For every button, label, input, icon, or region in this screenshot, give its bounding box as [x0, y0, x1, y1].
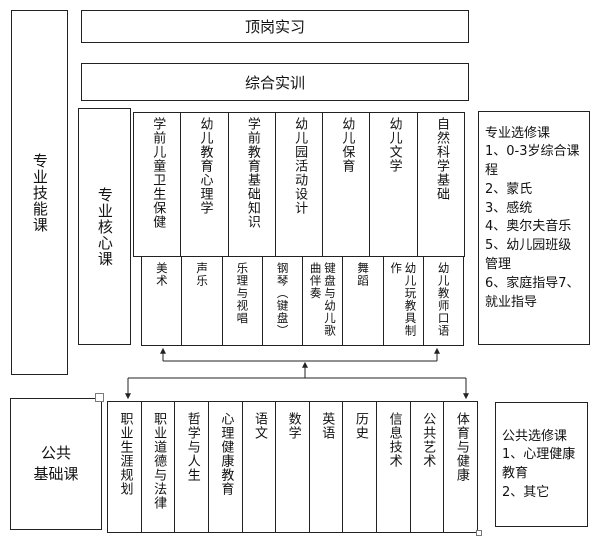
- public-course-cell: 心理健康教育: [209, 402, 243, 532]
- core-skill-cell-label: 美术: [154, 262, 169, 287]
- core-skill-cell: 幼儿教师口语: [424, 257, 463, 345]
- core-course-cell-label: 学前教育基础知识: [244, 117, 260, 229]
- core-skill-cell-label: 幼儿教师口语: [436, 262, 451, 337]
- public-basic-label: 公共 基础课: [10, 398, 102, 530]
- elective-item: 6、家庭指导7、就业指导: [485, 275, 580, 310]
- core-course-cell: 幼儿文学: [370, 113, 418, 256]
- core-skill-cell: 美术: [142, 257, 183, 345]
- public-course-cell: 哲学与人生: [175, 402, 209, 532]
- core-course-cell-label: 学前儿童卫生保健: [150, 117, 166, 229]
- core-skill-cell: 键盘与幼儿歌曲伴奏: [303, 257, 344, 345]
- core-course-cell-label: 幼儿教育心理学: [197, 117, 213, 215]
- public-course-cell-label: 心理健康教育: [218, 412, 234, 496]
- public-course-cell-label: 数学: [285, 412, 301, 440]
- public-course-cell-label: 英语: [319, 412, 335, 440]
- move-handle-icon[interactable]: [95, 393, 104, 402]
- elective-item: 1、0-3岁综合课程: [485, 144, 580, 178]
- public-course-cell-label: 体育与健康: [453, 412, 469, 482]
- core-course-cell: 学前儿童卫生保健: [134, 113, 182, 256]
- internship-box: 顶岗实习: [81, 10, 469, 43]
- professional-electives-box: 专业选修课 1、0-3岁综合课程 2、蒙氏 3、感统 4、奥尔夫音乐 5、幼儿园班级管理…: [478, 111, 590, 345]
- core-skill-cell: 舞蹈: [343, 257, 384, 345]
- core-skill-cell-label: 幼儿玩教具制作: [389, 262, 418, 337]
- core-course-cell: 幼儿保育: [323, 113, 371, 256]
- core-course-cell-label: 幼儿园活动设计: [292, 117, 308, 215]
- public-electives-title: 公共选修课: [502, 429, 568, 444]
- core-skill-cell-label: 舞蹈: [356, 262, 371, 287]
- core-skill-cell-label: 声乐: [195, 262, 210, 287]
- core-skill-cell: 幼儿玩教具制作: [384, 257, 424, 345]
- public-electives-box: 公共选修课 1、心理健康教育 2、其它: [495, 402, 588, 527]
- core-skill-cell: 乐理与视唱: [223, 257, 263, 345]
- public-course-cell: 语文: [243, 402, 277, 532]
- public-course-cell-label: 哲学与人生: [184, 412, 200, 482]
- core-course-cell-label: 自然科学基础: [433, 117, 449, 201]
- core-skill-cell: 声乐: [182, 257, 223, 345]
- public-course-cell-label: 历史: [352, 412, 368, 440]
- elective-item: 2、其它: [502, 484, 550, 500]
- elective-item: 4、奥尔夫音乐: [485, 219, 572, 235]
- core-course-cell: 幼儿园活动设计: [276, 113, 324, 256]
- elective-item: 3、感统: [485, 200, 533, 216]
- elective-item: 2、蒙氏: [485, 181, 533, 197]
- core-courses-bottom-row: 美术 声乐 乐理与视唱 钢琴（键盘） 键盘与幼儿歌曲伴奏舞蹈幼儿玩教具制作 幼儿教师口语: [141, 256, 464, 346]
- core-skill-cell-label: 乐理与视唱: [235, 262, 250, 325]
- public-course-cell: 数学: [276, 402, 310, 532]
- core-course-cell: 幼儿教育心理学: [181, 113, 229, 256]
- training-box: 综合实训: [81, 63, 469, 101]
- public-course-cell: 职业道德与法律: [142, 402, 176, 532]
- public-course-cell: 体育与健康: [444, 402, 477, 532]
- public-course-cell-label: 信息技术: [386, 412, 402, 468]
- core-course-cell: 自然科学基础: [418, 113, 464, 256]
- public-course-cell: 历史: [343, 402, 378, 532]
- elective-item: 5、幼儿园班级管理: [485, 238, 572, 273]
- public-courses-row: 职业生涯规划 职业道德与法律 哲学与人生 心理健康教育 语文数学英语历史 信息技术 公共艺术…: [107, 401, 478, 533]
- core-skill-cell: 钢琴（键盘）: [263, 257, 303, 345]
- public-course-cell-label: 公共艺术: [420, 412, 436, 468]
- professional-core-label: 专业核心课: [78, 108, 131, 345]
- public-course-cell-label: 职业生涯规划: [117, 412, 133, 496]
- public-course-cell: 职业生涯规划: [108, 402, 142, 532]
- core-course-cell-label: 幼儿文学: [386, 117, 402, 173]
- public-electives-list: 1、心理健康教育 2、其它: [502, 446, 581, 503]
- core-course-cell-label: 幼儿保育: [339, 117, 355, 173]
- core-skill-cell-label: 钢琴（键盘）: [275, 262, 290, 337]
- public-course-cell: 英语: [310, 402, 344, 532]
- professional-skills-label: 专业技能课: [11, 10, 68, 375]
- public-course-cell: 信息技术: [377, 402, 411, 532]
- resize-handle-icon[interactable]: [476, 530, 482, 536]
- public-course-cell-label: 语文: [252, 412, 267, 440]
- public-course-cell: 公共艺术: [411, 402, 445, 532]
- core-course-cell: 学前教育基础知识: [229, 113, 276, 256]
- professional-electives-title: 专业选修课: [485, 126, 551, 141]
- core-skill-cell-label: 键盘与幼儿歌曲伴奏: [308, 262, 337, 337]
- elective-item: 1、心理健康教育: [502, 447, 576, 481]
- public-course-cell-label: 职业道德与法律: [151, 412, 167, 510]
